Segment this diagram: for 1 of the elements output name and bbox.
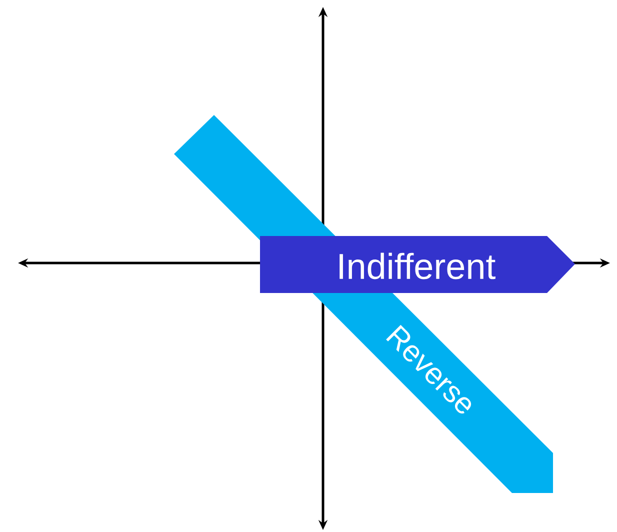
- pentagon-arrow-band: Indifferent: [260, 236, 575, 293]
